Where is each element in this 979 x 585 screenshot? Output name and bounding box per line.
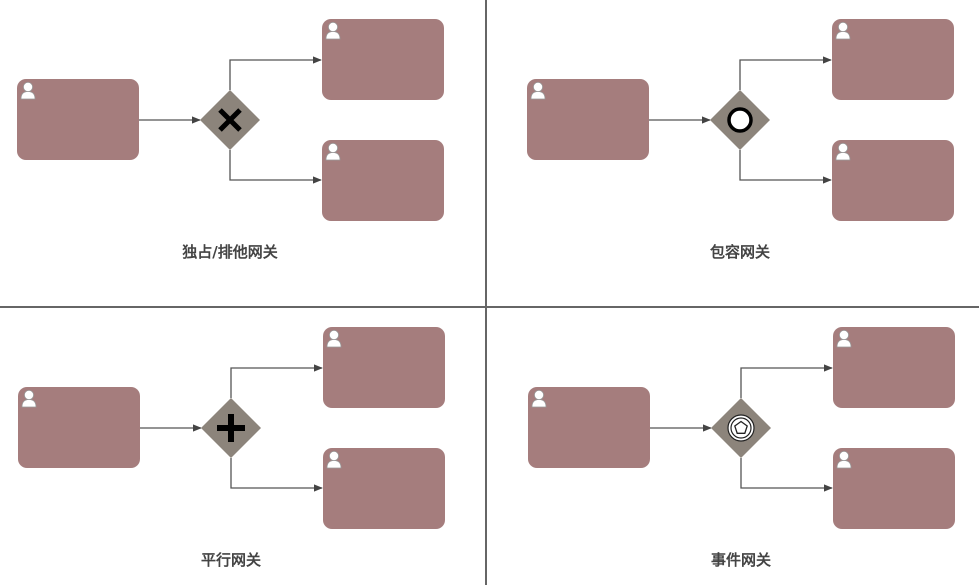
target-task-bottom-box — [833, 448, 955, 529]
target-task-bottom[interactable] — [323, 448, 445, 529]
sequence-flow-out-top[interactable] — [739, 56, 832, 90]
source-task[interactable] — [528, 387, 650, 468]
sequence-flow-out-top[interactable] — [740, 364, 833, 398]
target-task-top-box — [833, 327, 955, 408]
x-icon — [218, 108, 242, 132]
source-task[interactable] — [527, 79, 649, 160]
target-task-top-box — [323, 327, 445, 408]
sequence-flow-out-top[interactable] — [229, 56, 322, 90]
source-task[interactable] — [18, 387, 140, 468]
sequence-flow-out-bottom[interactable] — [739, 150, 832, 184]
target-task-bottom[interactable] — [832, 140, 954, 221]
target-task-top[interactable] — [832, 19, 954, 100]
plus-icon — [217, 414, 245, 442]
gateway-exclusive[interactable] — [200, 90, 260, 150]
gateway-event[interactable] — [711, 398, 771, 458]
target-task-top-box — [322, 19, 444, 100]
source-task[interactable] — [17, 79, 139, 160]
sequence-flow-out-bottom[interactable] — [740, 458, 833, 492]
panel-caption: 包容网关 — [710, 243, 770, 261]
panel-parallel: 平行网关 — [18, 327, 445, 569]
pentagon-event-icon — [727, 414, 755, 442]
source-task-box — [528, 387, 650, 468]
panel-caption: 事件网关 — [711, 551, 771, 569]
panel-event: 事件网关 — [528, 327, 955, 569]
circle-icon — [727, 107, 753, 133]
target-task-top-box — [832, 19, 954, 100]
target-task-bottom-box — [832, 140, 954, 221]
panel-caption: 平行网关 — [201, 551, 261, 569]
gateway-parallel[interactable] — [201, 398, 261, 458]
sequence-flow-out-bottom[interactable] — [230, 458, 323, 492]
source-task-box — [17, 79, 139, 160]
target-task-bottom[interactable] — [833, 448, 955, 529]
panel-inclusive: 包容网关 — [527, 19, 954, 261]
target-task-bottom-box — [323, 448, 445, 529]
target-task-top[interactable] — [322, 19, 444, 100]
target-task-top[interactable] — [323, 327, 445, 408]
sequence-flow-out-top[interactable] — [230, 364, 323, 398]
source-task-box — [18, 387, 140, 468]
target-task-top[interactable] — [833, 327, 955, 408]
source-task-box — [527, 79, 649, 160]
panel-exclusive: 独占/排他网关 — [17, 19, 444, 261]
gateway-inclusive[interactable] — [710, 90, 770, 150]
sequence-flow-out-bottom[interactable] — [229, 150, 322, 184]
target-task-bottom-box — [322, 140, 444, 221]
target-task-bottom[interactable] — [322, 140, 444, 221]
panel-caption: 独占/排他网关 — [182, 243, 277, 261]
